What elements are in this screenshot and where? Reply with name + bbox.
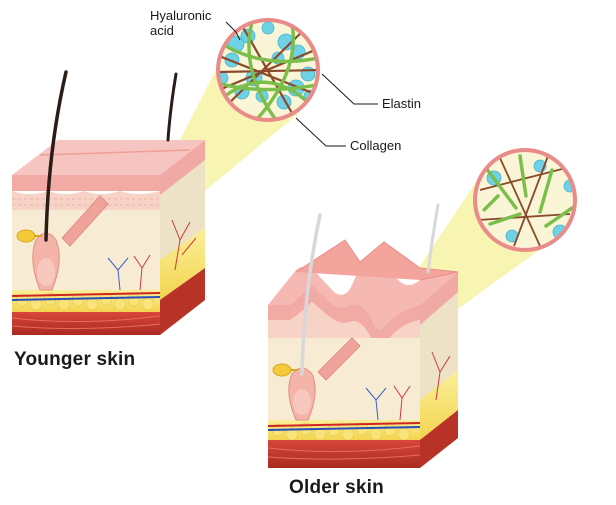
older-top-face [268,256,458,329]
label-hyaluronic-line1: Hyaluronic [150,8,212,23]
older-skin-block [267,203,459,468]
younger-muscle [12,312,160,335]
label-collagen: Collagen [350,138,402,153]
label-hyaluronic-line2: acid [150,23,174,38]
leader-lines [225,21,378,147]
older-muscle [268,440,420,468]
label-hyaluronic-acid: Hyaluronic acid [150,8,211,38]
title-younger-skin: Younger skin [14,349,136,370]
magnifier-older [473,148,577,252]
younger-top-face [12,140,205,175]
younger-epidermis [12,175,160,191]
label-elastin: Elastin [382,96,422,111]
younger-skin-block [11,70,205,335]
title-older-skin: Older skin [289,477,384,498]
magnifier-younger [216,18,320,122]
